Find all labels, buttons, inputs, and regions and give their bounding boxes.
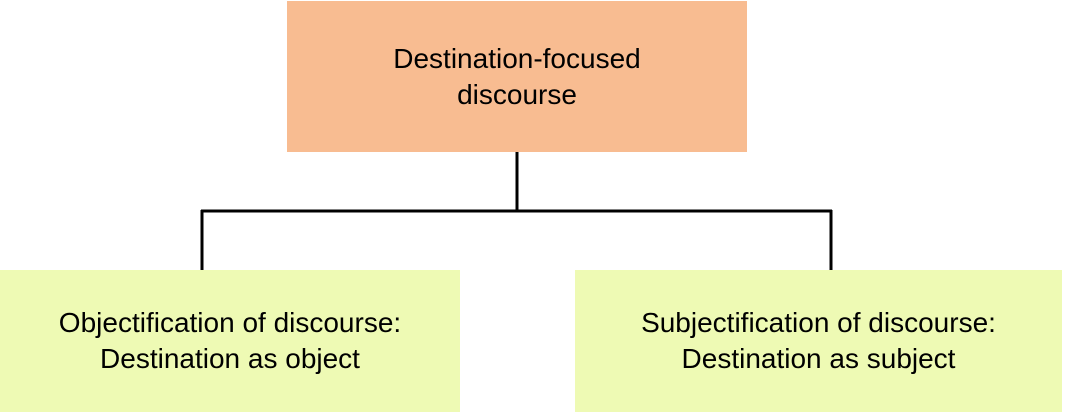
root-node-label-line1: Destination-focused: [393, 42, 641, 74]
root-node-destination-focused-discourse: Destination-focused discourse: [287, 1, 747, 152]
child-node-subjectification: Subjectification of discourse: Destinati…: [575, 270, 1062, 412]
child-node-objectification-label-line2: Destination as object: [100, 343, 360, 374]
child-node-objectification: Objectification of discourse: Destinatio…: [0, 270, 460, 412]
child-node-subjectification-label-line1: Subjectification of discourse:: [641, 307, 996, 338]
root-node-label-line2: discourse: [457, 78, 577, 110]
child-node-objectification-label-line1: Objectification of discourse:: [58, 307, 402, 338]
child-node-subjectification-label-line2: Destination as subject: [681, 343, 956, 374]
